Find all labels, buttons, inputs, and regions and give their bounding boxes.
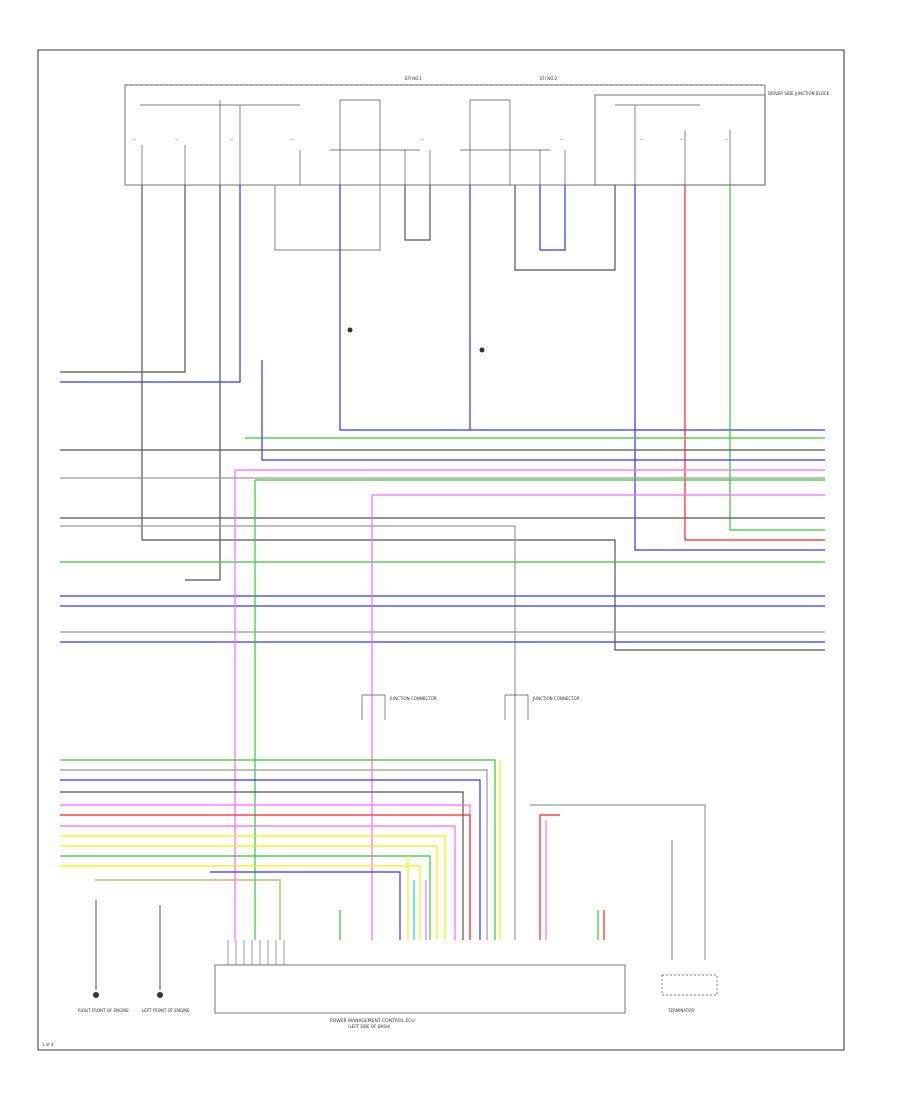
wire-black-5 <box>514 185 616 271</box>
svg-text:—: — <box>230 137 234 141</box>
wire-yellow-3 <box>60 865 421 940</box>
diagram-frame <box>37 49 845 1051</box>
fuse-box: DRIVER SIDE JUNCTION BLOCK EFI NO.1 EFI … <box>124 76 830 186</box>
wire-green-1 <box>729 185 825 531</box>
control-module-sublabel: (LEFT SIDE OF DASH) <box>348 1024 391 1029</box>
wire-blue-11 <box>210 871 401 940</box>
svg-text:—: — <box>132 137 136 141</box>
wire-black-3 <box>185 185 221 581</box>
wire-gray-6 <box>60 769 488 940</box>
svg-text:—: — <box>290 137 294 141</box>
wire-pink-6 <box>60 825 456 940</box>
wire-black-2 <box>60 185 186 373</box>
svg-text:—: — <box>560 137 564 141</box>
ground-label-1: RIGHT FRONT OF ENGINE <box>78 1008 129 1013</box>
svg-text:—: — <box>680 137 684 141</box>
wire-black-1 <box>141 185 825 651</box>
wire-green-7 <box>60 855 431 940</box>
wire-blue-2 <box>339 185 825 431</box>
terminator: TERMINATOR <box>661 974 718 1013</box>
wire-gray-7 <box>530 804 706 960</box>
wire-gray-1 <box>274 185 381 251</box>
wire-yellow-2 <box>60 845 438 940</box>
svg-text:—: — <box>420 137 424 141</box>
wire-black-4 <box>404 185 431 241</box>
footer-page: 1 of 4 <box>42 1042 54 1047</box>
wire-blue-10 <box>60 779 481 940</box>
wire-blue-6 <box>261 360 825 461</box>
wire-blue-1 <box>60 185 241 383</box>
wire-blue-4 <box>539 185 566 251</box>
ground-label-2: LEFT FRONT OF ENGINE <box>142 1008 190 1013</box>
ground-2: LEFT FRONT OF ENGINE <box>142 905 190 1013</box>
wire-gray-3 <box>60 525 516 680</box>
wire-tan-1 <box>95 879 281 940</box>
wire-black-8 <box>60 791 464 940</box>
junction-connector-2: JUNCTION CONNECTOR <box>504 694 580 720</box>
svg-text:—: — <box>640 137 644 141</box>
control-module: POWER MANAGEMENT CONTROL ECU (LEFT SIDE … <box>214 940 626 1029</box>
wire-green-6 <box>60 759 496 940</box>
wire-harness <box>60 185 825 960</box>
ground-1: RIGHT FRONT OF ENGINE <box>78 900 129 1013</box>
svg-text:—: — <box>725 137 729 141</box>
control-module-label: POWER MANAGEMENT CONTROL ECU <box>330 1018 415 1024</box>
junction-connector-label-1: JUNCTION CONNECTOR <box>389 696 437 701</box>
junction-connector-label-2: JUNCTION CONNECTOR <box>532 696 580 701</box>
wire-yellow-1 <box>60 835 446 940</box>
wire-blue-5 <box>634 185 825 551</box>
relay-label-1: EFI NO.1 <box>405 76 423 81</box>
terminator-label: TERMINATOR <box>667 1008 694 1013</box>
wire-red-1 <box>684 185 825 541</box>
wire-red-3 <box>539 814 560 940</box>
junction-connector-1: JUNCTION CONNECTOR <box>361 694 437 720</box>
ground-3 <box>347 327 485 353</box>
svg-text:—: — <box>175 137 179 141</box>
fuse-box-label: DRIVER SIDE JUNCTION BLOCK <box>768 91 830 96</box>
relay-label-2: EFI NO.2 <box>540 76 558 81</box>
wire-red-2 <box>60 814 471 940</box>
